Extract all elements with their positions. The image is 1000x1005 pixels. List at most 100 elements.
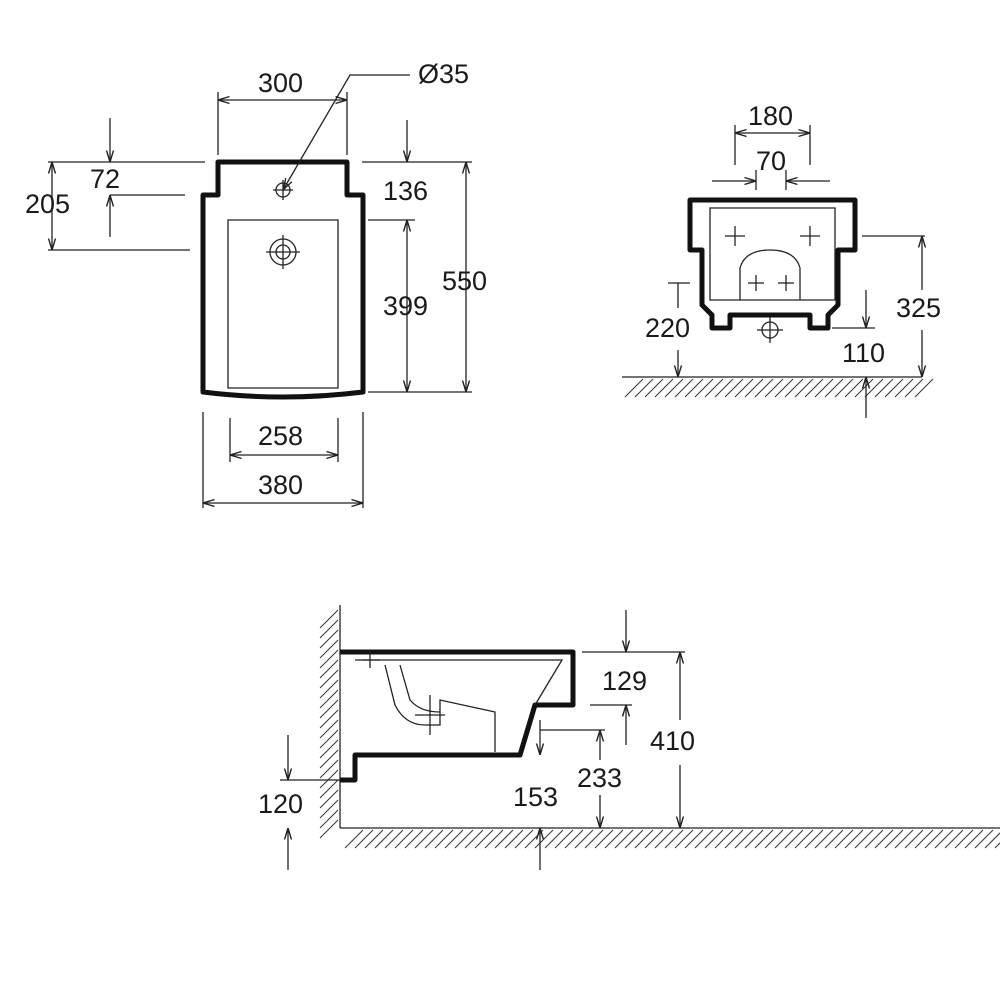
side-view: 129 410 233 153 120 bbox=[258, 605, 1000, 870]
hatch-line bbox=[564, 829, 584, 849]
hatch-line bbox=[534, 829, 554, 849]
hatch-line bbox=[754, 378, 774, 398]
hatch-line bbox=[319, 629, 339, 649]
hatch-line bbox=[884, 829, 904, 849]
hatch-line bbox=[734, 378, 754, 398]
hatch-line bbox=[319, 769, 339, 789]
hatch-line bbox=[644, 378, 664, 398]
dim-153: 153 bbox=[513, 782, 558, 812]
top-view: 300 Ø35 72 205 136 399 550 258 380 bbox=[25, 59, 487, 508]
hatch-line bbox=[934, 829, 954, 849]
hatch-line bbox=[319, 649, 339, 669]
hatch-line bbox=[394, 829, 414, 849]
hatch-line bbox=[594, 829, 614, 849]
hatch-line bbox=[824, 829, 844, 849]
hatch-line bbox=[319, 759, 339, 779]
hatch-line bbox=[754, 829, 774, 849]
hatch-line bbox=[319, 709, 339, 729]
hatch-line bbox=[694, 378, 714, 398]
hatch-line bbox=[344, 829, 364, 849]
hatch-line bbox=[319, 689, 339, 709]
hatch-line bbox=[424, 829, 444, 849]
hatch-line bbox=[884, 378, 904, 398]
hatch-line bbox=[404, 829, 424, 849]
hatch-line bbox=[384, 829, 404, 849]
hatch-line bbox=[714, 829, 734, 849]
hatch-line bbox=[319, 749, 339, 769]
hatch-line bbox=[474, 829, 494, 849]
bowl-opening-rear bbox=[739, 249, 801, 300]
hatch-line bbox=[574, 829, 594, 849]
hatch-line bbox=[634, 829, 654, 849]
hatch-line bbox=[319, 639, 339, 659]
bidet-outline-top bbox=[200, 159, 366, 400]
hatch-line bbox=[854, 829, 874, 849]
dim-410: 410 bbox=[650, 726, 695, 756]
hatch-line bbox=[614, 829, 634, 849]
hatch-line bbox=[724, 829, 744, 849]
hatch-line bbox=[864, 829, 884, 849]
dim-220: 220 bbox=[645, 313, 690, 343]
hatch-line bbox=[654, 829, 674, 849]
hatch-line bbox=[494, 829, 514, 849]
hatch-line bbox=[544, 829, 564, 849]
hatch-line bbox=[484, 829, 504, 849]
hatch-line bbox=[319, 679, 339, 699]
hatch-line bbox=[814, 378, 834, 398]
trap-outline bbox=[384, 664, 496, 752]
hatch-line bbox=[319, 799, 339, 819]
hatch-line bbox=[684, 378, 704, 398]
hatch-line bbox=[894, 829, 914, 849]
dim-300: 300 bbox=[258, 68, 303, 98]
hatch-line bbox=[794, 378, 814, 398]
hatch-line bbox=[434, 829, 454, 849]
hatch-line bbox=[584, 829, 604, 849]
hatch-line bbox=[794, 829, 814, 849]
hatch-line bbox=[414, 829, 434, 849]
hatch-line bbox=[964, 829, 984, 849]
hatch-line bbox=[714, 378, 734, 398]
hatch-line bbox=[824, 378, 844, 398]
hatch-line bbox=[674, 378, 694, 398]
hatch-line bbox=[994, 842, 1000, 849]
hatch-line bbox=[734, 829, 754, 849]
hatch-line bbox=[744, 829, 764, 849]
hatch-line bbox=[724, 378, 744, 398]
dim-110: 110 bbox=[842, 338, 885, 368]
hatch-line bbox=[319, 719, 339, 739]
dim-120: 120 bbox=[258, 789, 303, 819]
hatch-line bbox=[654, 378, 674, 398]
dim-380: 380 bbox=[258, 470, 303, 500]
dim-399: 399 bbox=[383, 291, 428, 321]
hatch-line bbox=[774, 378, 794, 398]
bowl-outline-top bbox=[227, 219, 339, 389]
inlet-cross-icon bbox=[362, 650, 445, 735]
dim-325: 325 bbox=[896, 293, 941, 323]
hatch-line bbox=[744, 378, 764, 398]
hatch-line bbox=[674, 829, 694, 849]
bidet-outline-rear bbox=[687, 197, 858, 331]
hatch-line bbox=[634, 378, 654, 398]
hatch-line bbox=[514, 829, 534, 849]
hatch-line bbox=[644, 829, 664, 849]
hatch-line bbox=[894, 378, 914, 398]
hatch-line bbox=[874, 378, 894, 398]
hatch-line bbox=[844, 829, 864, 849]
hatch-line bbox=[504, 829, 524, 849]
hatch-line bbox=[554, 829, 574, 849]
dim-129: 129 bbox=[602, 666, 647, 696]
hatch-line bbox=[844, 378, 864, 398]
bidet-outline-side bbox=[340, 649, 576, 783]
dim-136: 136 bbox=[383, 176, 428, 206]
hatch-line bbox=[694, 829, 714, 849]
floor-hatch-rear bbox=[624, 378, 934, 398]
hatch-line bbox=[834, 378, 854, 398]
hatch-line bbox=[834, 829, 854, 849]
hatch-line bbox=[984, 832, 1000, 849]
hatch-line bbox=[319, 669, 339, 689]
hatch-line bbox=[319, 729, 339, 749]
dim-205: 205 bbox=[25, 189, 70, 219]
hatch-line bbox=[319, 739, 339, 759]
hatch-line bbox=[319, 819, 339, 839]
dim-70: 70 bbox=[756, 146, 786, 176]
